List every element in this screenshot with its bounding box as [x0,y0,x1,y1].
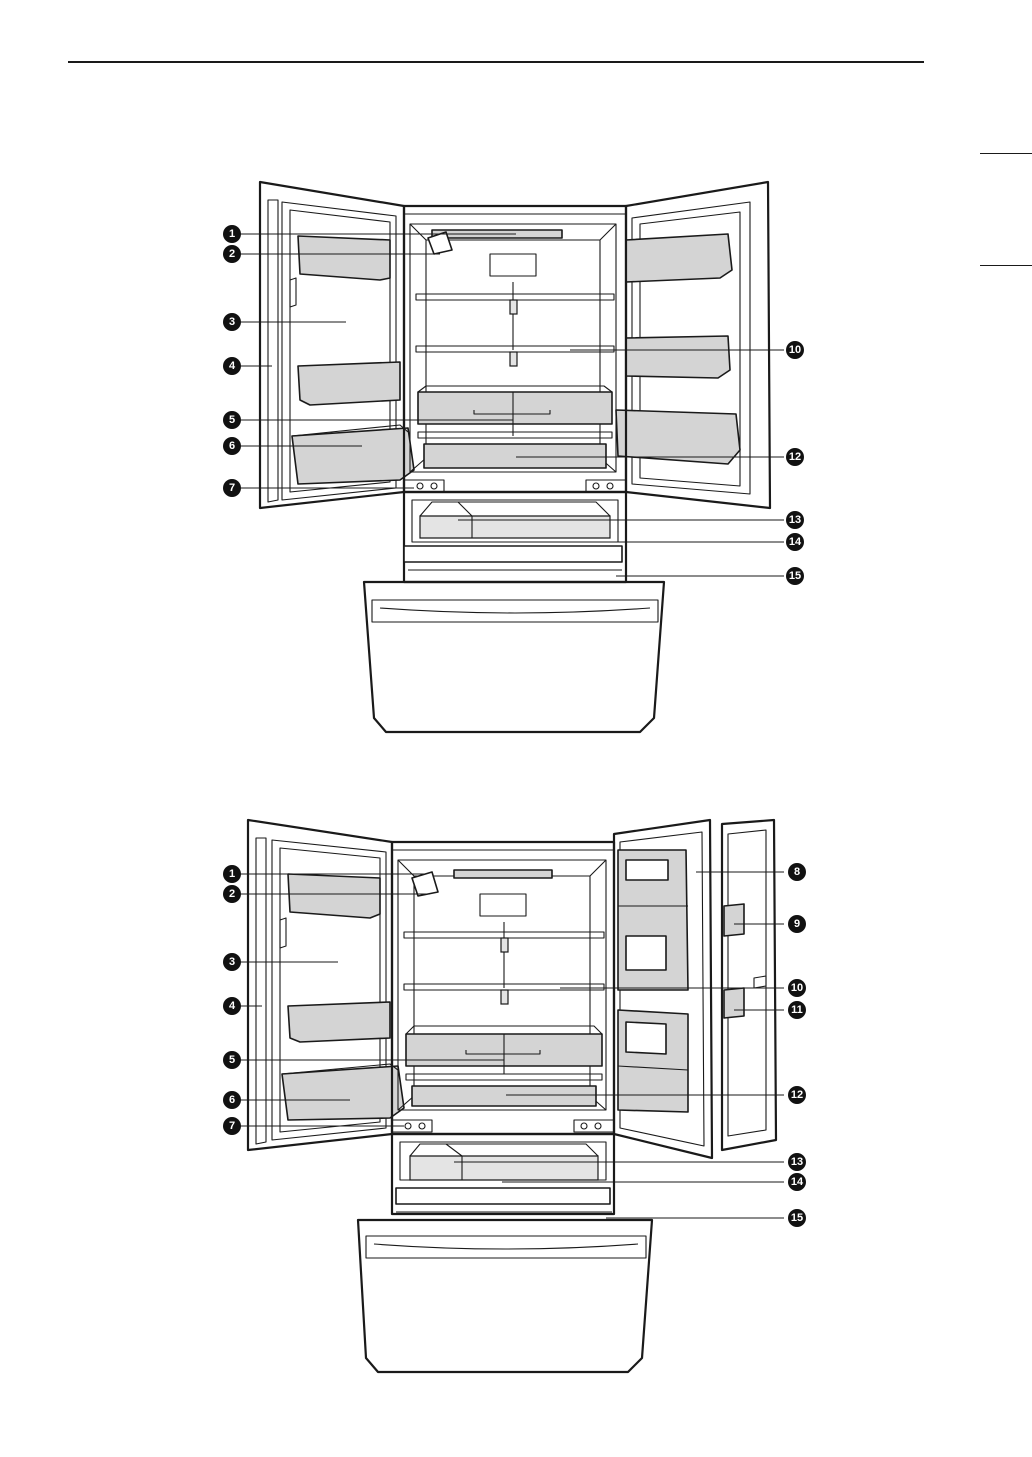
svg-text:13: 13 [791,1156,803,1168]
callout-15: 15 [788,1209,806,1227]
callout-5: 5 [223,411,241,429]
svg-text:1: 1 [229,868,235,880]
svg-text:14: 14 [789,536,802,548]
deli-drawer [424,444,606,468]
crisper-drawer [418,392,612,424]
svg-text:8: 8 [794,866,800,878]
fresh-food-compartment [404,206,626,492]
ice-bin [410,1156,598,1180]
right-door-in-door [614,820,776,1158]
inner-door-bin-upper [724,904,744,936]
callout-12: 12 [788,1086,806,1104]
svg-text:6: 6 [229,1094,235,1106]
callout-10: 10 [786,341,804,359]
section-tab-rule-top [980,153,1032,154]
callout-14: 14 [786,533,804,551]
callout-2: 2 [223,885,241,903]
left-door-bin-bottom [282,1066,404,1120]
refrigerator-diagram-door-in-door: 1 2 3 4 5 6 7 8 9 10 11 12 13 14 15 [0,810,1032,1400]
shelf-middle [416,346,614,352]
right-door [616,182,770,508]
callout-15: 15 [786,567,804,585]
refrigerator-diagram-standard: 1 2 3 4 5 6 7 10 12 13 14 15 [0,170,1032,750]
svg-text:6: 6 [229,440,235,452]
svg-text:5: 5 [229,1054,235,1066]
callout-2: 2 [223,245,241,263]
callout-6: 6 [223,1091,241,1109]
shelf-top [416,294,614,300]
svg-text:15: 15 [789,570,801,582]
callout-3: 3 [223,953,241,971]
freezer-upper-drawer [396,1188,610,1204]
callout-13: 13 [786,511,804,529]
ice-bin [420,516,610,538]
callout-9: 9 [788,915,806,933]
freezer-door [358,1220,652,1372]
freezer-upper-drawer [404,546,622,562]
right-door-bin-top [626,234,732,282]
callout-13: 13 [788,1153,806,1171]
svg-text:12: 12 [789,451,801,463]
left-door-bin-bottom [292,428,414,484]
control-panel [480,894,526,916]
callout-3: 3 [223,313,241,331]
svg-text:15: 15 [791,1212,803,1224]
svg-text:14: 14 [791,1176,804,1188]
left-door-bin-middle [288,1002,390,1042]
svg-text:1: 1 [229,228,235,240]
svg-text:7: 7 [229,1120,235,1132]
svg-text:7: 7 [229,482,235,494]
left-door [260,182,414,508]
right-door-bin-bottom [616,410,740,464]
callout-11: 11 [788,1001,806,1019]
inner-door-bin-lower [724,988,744,1018]
callout-6: 6 [223,437,241,455]
top-light [454,870,552,878]
left-door-bin-top [288,874,380,918]
left-door-bin-top [298,236,390,280]
svg-text:5: 5 [229,414,235,426]
deli-drawer [412,1086,596,1106]
svg-text:4: 4 [229,1000,236,1012]
callout-5: 5 [223,1051,241,1069]
svg-text:12: 12 [791,1089,803,1101]
callout-1: 1 [223,865,241,883]
control-panel [490,254,536,276]
svg-text:9: 9 [794,918,800,930]
callout-12: 12 [786,448,804,466]
freezer-door [364,582,664,732]
callout-14: 14 [788,1173,806,1191]
callout-10: 10 [788,979,806,997]
svg-text:13: 13 [789,514,801,526]
svg-text:3: 3 [229,316,235,328]
svg-text:10: 10 [791,982,803,994]
callout-4: 4 [223,997,241,1015]
callout-8: 8 [788,863,806,881]
left-door-bin-middle [298,362,400,405]
svg-text:2: 2 [229,888,235,900]
freezer-drawer [364,492,664,732]
callout-4: 4 [223,357,241,375]
svg-text:10: 10 [789,344,801,356]
right-door-bin-middle [626,336,730,378]
svg-text:4: 4 [229,360,236,372]
callout-7: 7 [223,479,241,497]
freezer-drawer [358,1134,652,1372]
callout-1: 1 [223,225,241,243]
callout-7: 7 [223,1117,241,1135]
svg-text:2: 2 [229,248,235,260]
svg-text:11: 11 [791,1004,803,1016]
svg-text:3: 3 [229,956,235,968]
header-rule [68,61,924,63]
